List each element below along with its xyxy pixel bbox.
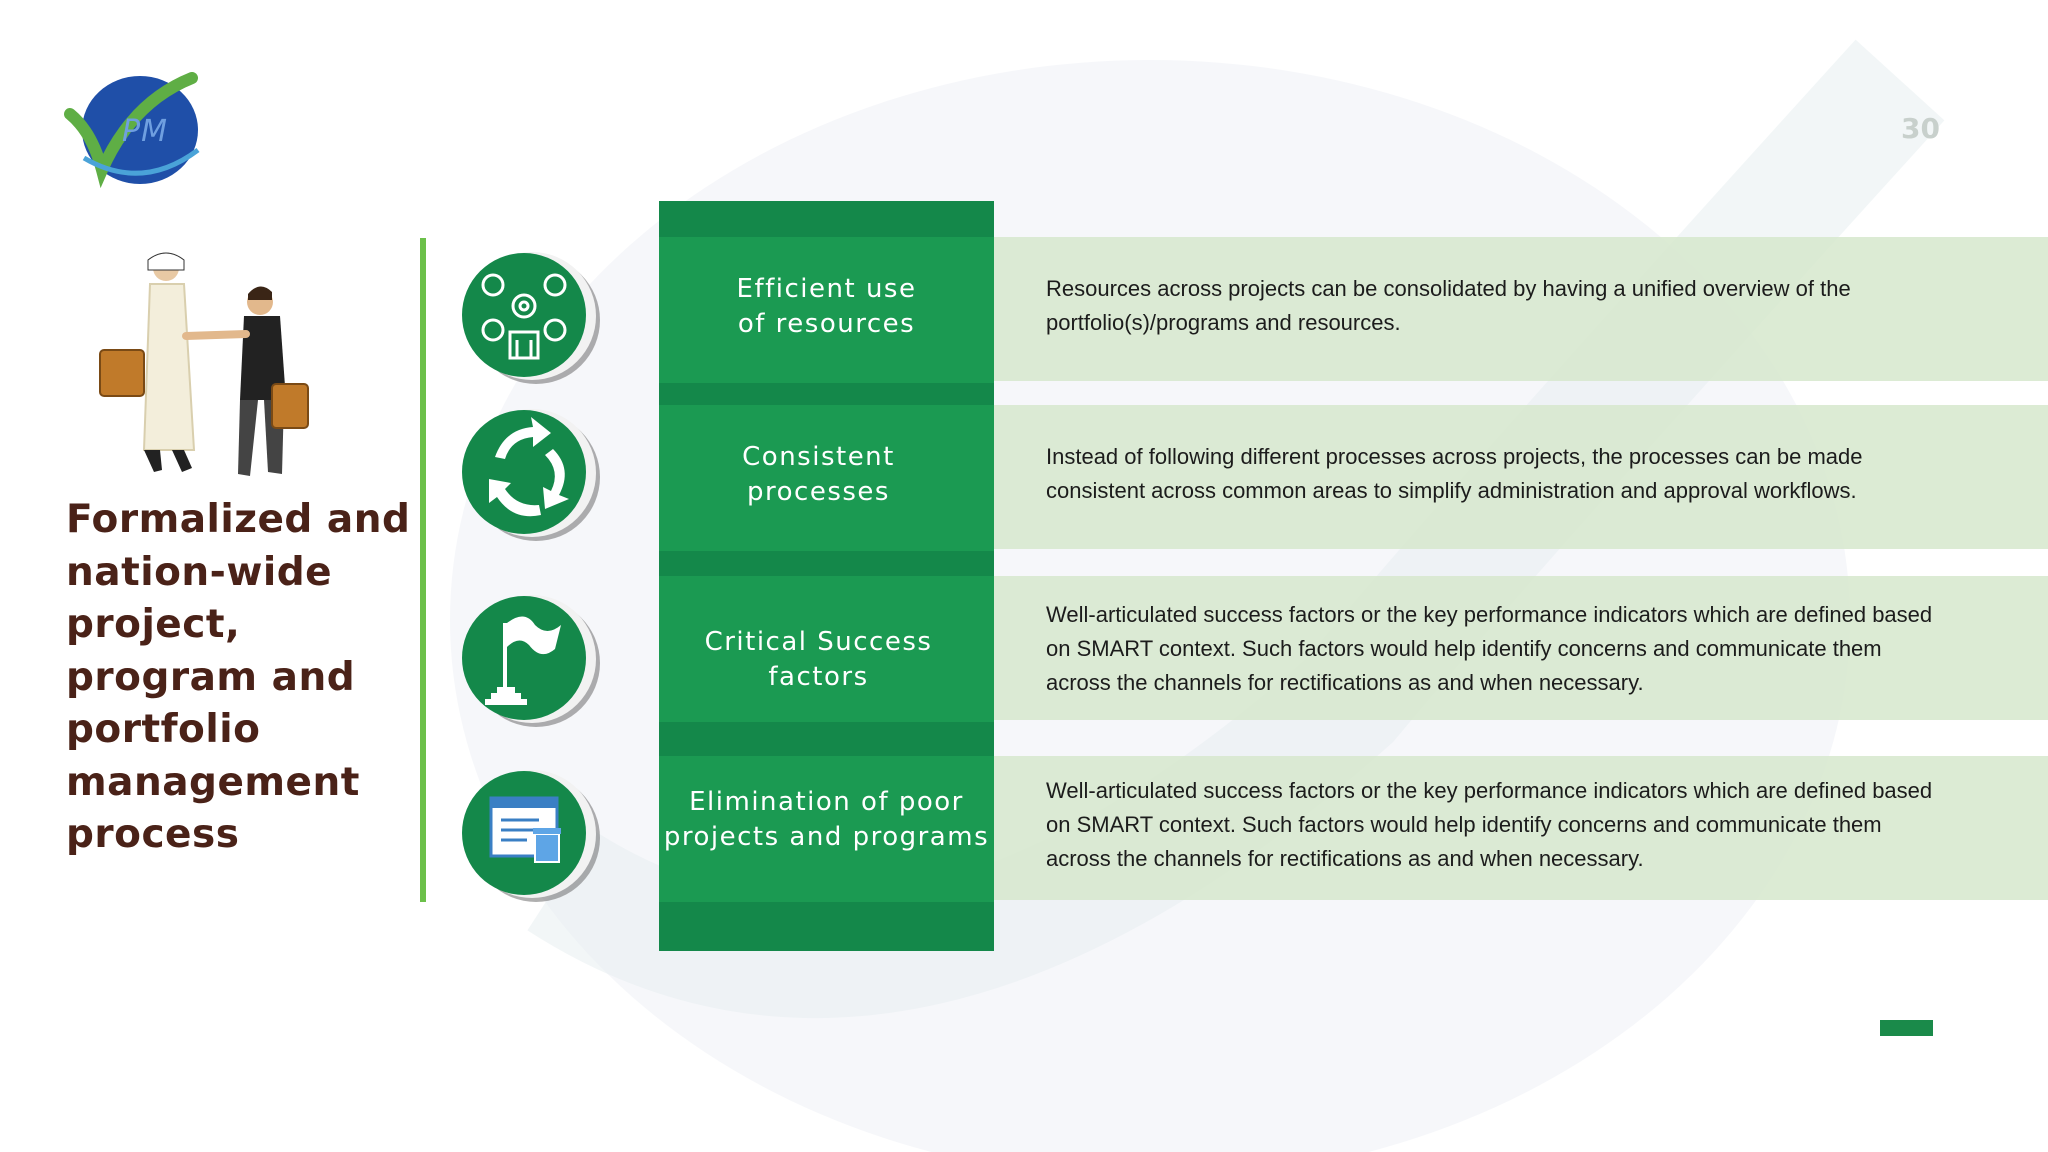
label-efficient-resources: Efficient use of resources <box>736 274 917 339</box>
description-band-2: Instead of following different processes… <box>994 405 2048 549</box>
label-elimination: Elimination of poor projects and program… <box>663 787 990 852</box>
label-band-1 <box>659 237 994 383</box>
logo-text: PM <box>122 114 168 149</box>
flag-icon <box>455 583 605 733</box>
description-text-1: Resources across projects can be consoli… <box>1046 276 1851 335</box>
label-band-4 <box>659 756 994 902</box>
label-critical-success: Critical Success factors <box>704 627 933 692</box>
cycle-arrows-icon <box>455 397 605 547</box>
label-band-3 <box>659 576 994 722</box>
company-logo: PM <box>62 72 212 192</box>
label-column: Efficient use of resources Consistent pr… <box>659 201 994 951</box>
description-band-4: Well-articulated success factors or the … <box>994 756 2048 900</box>
accent-bar <box>1880 1020 1933 1036</box>
label-band-2 <box>659 405 994 551</box>
label-consistent-processes: Consistent processes <box>742 442 895 507</box>
page-number: 30 <box>1901 112 1940 145</box>
document-trash-icon <box>455 758 605 908</box>
description-text-4: Well-articulated success factors or the … <box>1046 778 1933 871</box>
logo-globe-icon <box>64 72 200 189</box>
description-text-2: Instead of following different processes… <box>1046 444 1863 503</box>
vertical-divider <box>420 238 426 902</box>
resources-icon <box>455 240 605 390</box>
description-band-1: Resources across projects can be consoli… <box>994 237 2048 381</box>
description-text-3: Well-articulated success factors or the … <box>1046 602 1933 695</box>
description-band-3: Well-articulated success factors or the … <box>994 576 2048 720</box>
handshake-illustration <box>99 252 309 476</box>
left-title: Formalized and nation-wide project, prog… <box>66 497 411 857</box>
